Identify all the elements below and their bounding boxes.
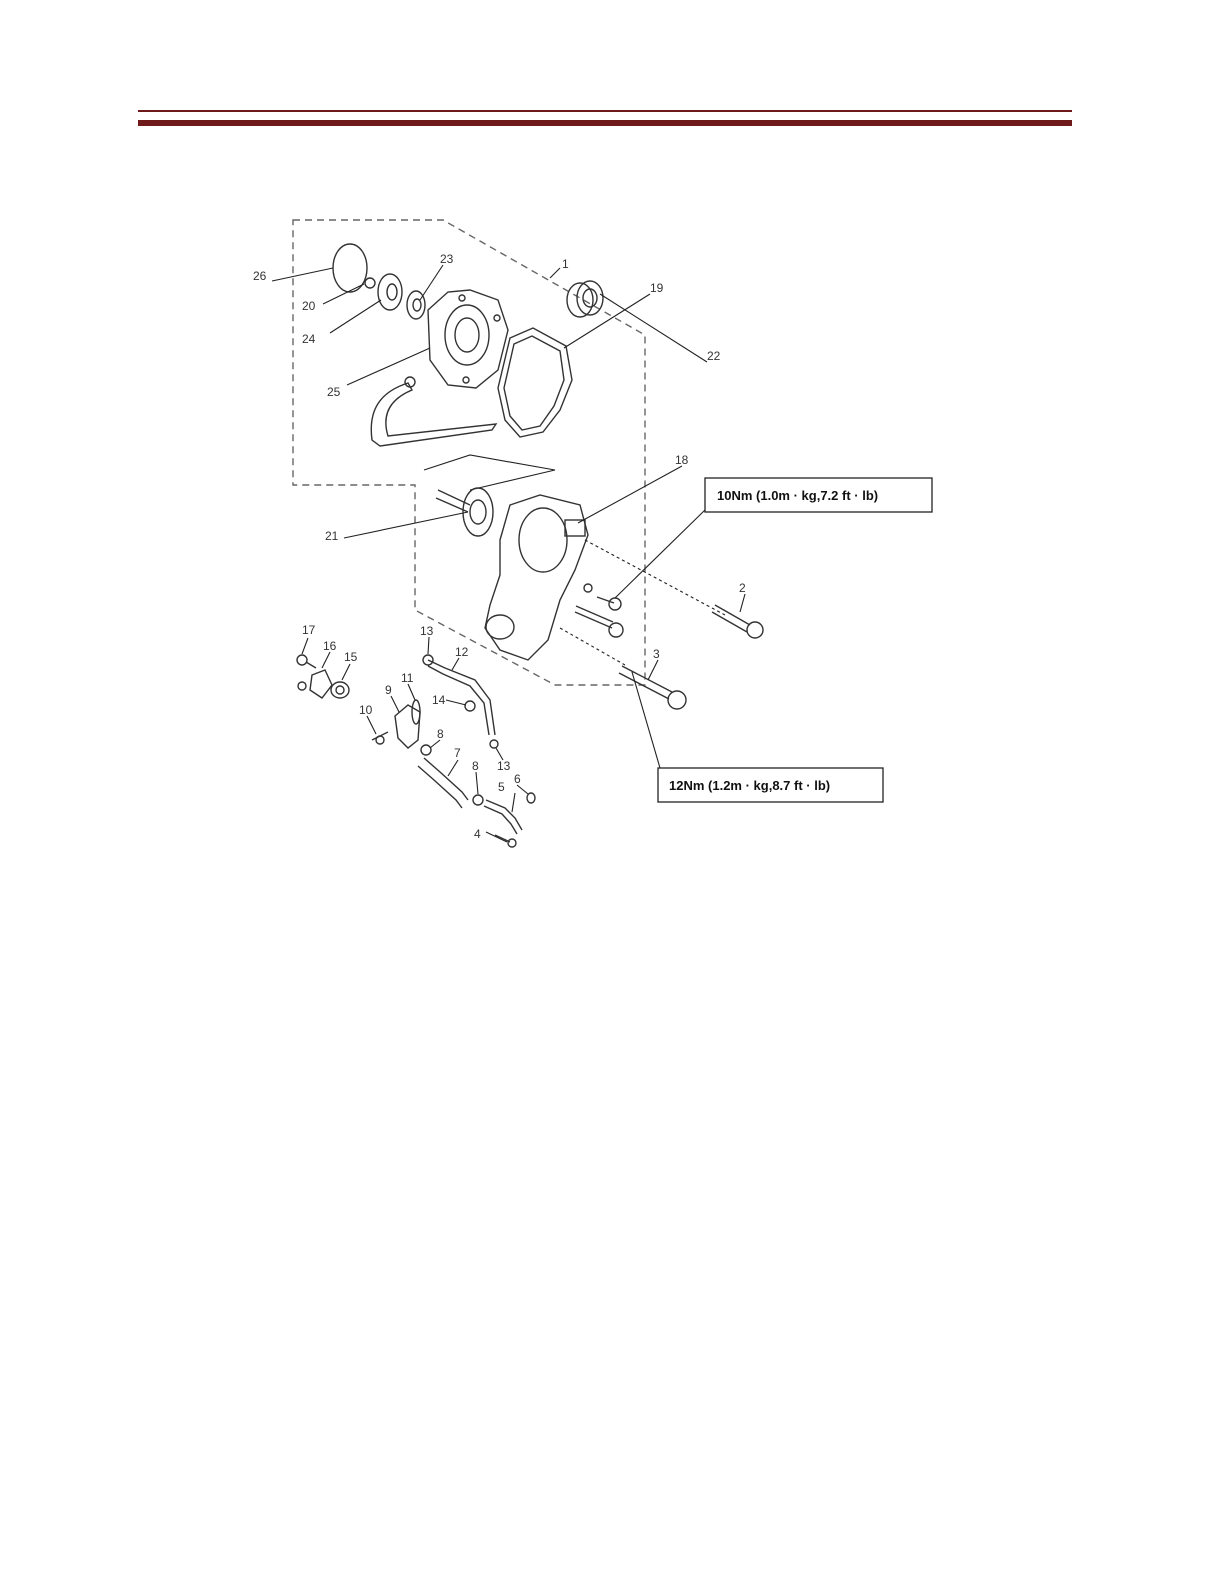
part-label-14: 14	[432, 693, 446, 707]
part-label-6: 6	[514, 772, 521, 786]
part-label-8a: 8	[437, 727, 444, 741]
part-label-19: 19	[650, 281, 664, 295]
part-label-23: 23	[440, 252, 454, 266]
seal-22	[567, 281, 603, 317]
bolt-3	[560, 628, 686, 709]
bolt-2	[585, 540, 763, 638]
part-label-2: 2	[739, 581, 746, 595]
ring-20	[365, 278, 375, 288]
part-label-26: 26	[253, 269, 267, 283]
impeller-shaft-21	[436, 488, 493, 536]
part-label-1: 1	[562, 257, 569, 271]
part-label-4: 4	[474, 827, 481, 841]
hose-7	[418, 758, 468, 808]
part-label-5: 5	[498, 780, 505, 794]
part-label-24: 24	[302, 332, 316, 346]
part-label-13b: 13	[497, 759, 511, 773]
part-label-18: 18	[675, 453, 689, 467]
plate-16	[298, 670, 332, 698]
o-ring-6	[527, 793, 535, 803]
clamp-8-right	[473, 795, 483, 805]
part-label-9: 9	[385, 683, 392, 697]
pump-cover-25	[428, 290, 508, 388]
part-label-10: 10	[359, 703, 373, 717]
cap-15	[331, 682, 349, 698]
part-label-22: 22	[707, 349, 721, 363]
part-label-17: 17	[302, 623, 316, 637]
part-label-20: 20	[302, 299, 316, 313]
part-label-21: 21	[325, 529, 339, 543]
part-label-15: 15	[344, 650, 358, 664]
part-label-12: 12	[455, 645, 469, 659]
fitting-14	[465, 701, 475, 711]
bearing-24	[378, 274, 402, 310]
torque-callout-12nm-text: 12Nm (1.2m · kg,8.7 ft · lb)	[669, 778, 830, 793]
fitting-13-bottom	[490, 740, 498, 748]
pipe-5	[484, 800, 522, 834]
bolt-flange	[597, 597, 621, 610]
part-label-16: 16	[323, 639, 337, 653]
leader-lines	[272, 265, 745, 842]
gasket-19	[498, 328, 572, 437]
part-label-13a: 13	[420, 624, 434, 638]
part-label-25: 25	[327, 385, 341, 399]
bearing-23	[407, 291, 425, 319]
part-label-7: 7	[454, 746, 461, 760]
bolt-10	[372, 732, 388, 744]
part-label-11: 11	[401, 671, 414, 685]
clamp-8-left	[421, 745, 431, 755]
washer	[584, 584, 592, 592]
bolt-17	[297, 655, 316, 668]
part-label-3: 3	[653, 647, 660, 661]
breather-hose	[371, 383, 496, 446]
assembly-link-line	[424, 455, 555, 490]
part-label-8b: 8	[472, 759, 479, 773]
torque-callout-10nm: 10Nm (1.0m · kg,7.2 ft · lb)	[615, 478, 932, 598]
torque-callout-10nm-text: 10Nm (1.0m · kg,7.2 ft · lb)	[717, 488, 878, 503]
